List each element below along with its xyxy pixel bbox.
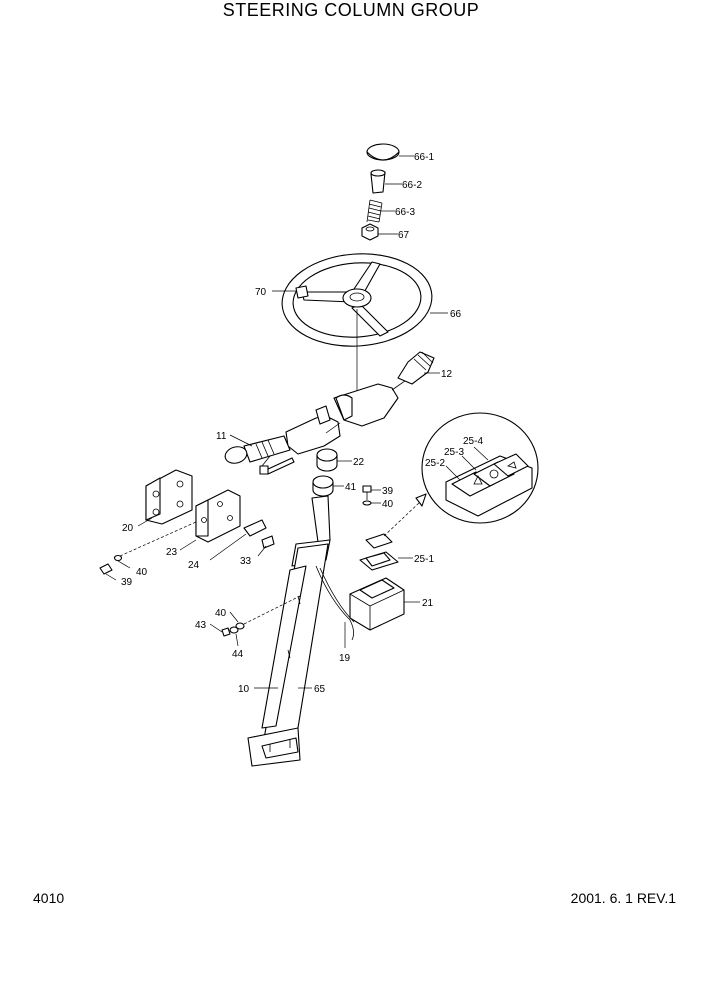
callout-43: 43 xyxy=(195,620,207,631)
callout-20: 20 xyxy=(122,523,134,534)
bolt-part xyxy=(362,485,372,506)
horn-cap-part xyxy=(366,143,400,161)
washer-part xyxy=(99,554,123,575)
bushing-part xyxy=(316,448,338,472)
callout-21: 21 xyxy=(422,598,434,609)
callout-22: 22 xyxy=(353,457,365,468)
callout-65: 65 xyxy=(314,684,326,695)
switch-insert-part xyxy=(365,533,393,549)
clamp-part xyxy=(243,519,275,549)
callout-66-2: 66-2 xyxy=(402,180,422,191)
callout-19: 19 xyxy=(339,653,351,664)
horn-contact-part xyxy=(370,169,386,194)
callout-23: 23 xyxy=(166,547,178,558)
callout-11: 11 xyxy=(216,431,227,442)
callout-40-left: 40 xyxy=(136,567,148,578)
callout-25-3: 25-3 xyxy=(444,447,464,458)
callout-25-2: 25-2 xyxy=(425,458,445,469)
steering-nut-part xyxy=(361,223,379,241)
page-title: STEERING COLUMN GROUP xyxy=(222,0,480,20)
switch-panel-detail xyxy=(421,412,539,524)
callout-12: 12 xyxy=(441,369,453,380)
callout-70: 70 xyxy=(255,287,267,298)
switch-plate-part xyxy=(359,551,399,571)
callout-39-right: 39 xyxy=(382,486,394,497)
revision-date: 2001. 6. 1 REV.1 xyxy=(570,890,676,906)
steering-wheel-part xyxy=(281,253,433,347)
callout-25-1: 25-1 xyxy=(414,554,434,565)
callout-25-4: 25-4 xyxy=(463,436,483,447)
detail-arrow xyxy=(383,501,421,537)
column-cover-part xyxy=(261,565,307,729)
callout-40-right: 40 xyxy=(382,499,394,510)
callout-44: 44 xyxy=(232,649,244,660)
callout-33: 33 xyxy=(240,556,252,567)
callout-66: 66 xyxy=(450,309,462,320)
callout-24: 24 xyxy=(188,560,200,571)
callout-40-lower: 40 xyxy=(215,608,227,619)
mounting-bracket-part xyxy=(195,489,241,543)
collar-part xyxy=(312,475,334,497)
lever-switch-part xyxy=(333,351,435,427)
page-number: 4010 xyxy=(33,890,65,906)
callout-39-left: 39 xyxy=(121,577,133,588)
callout-10: 10 xyxy=(238,684,250,695)
nut-washer-part xyxy=(221,622,245,637)
wiring-harness xyxy=(315,565,354,641)
callout-67: 67 xyxy=(398,230,410,241)
column-bracket-part xyxy=(145,469,193,525)
switch-box-part xyxy=(349,577,405,631)
callout-66-3: 66-3 xyxy=(395,207,415,218)
turn-signal-switch-part xyxy=(224,405,341,467)
callout-66-1: 66-1 xyxy=(414,152,434,163)
screw-part xyxy=(259,457,295,475)
callout-41: 41 xyxy=(345,482,357,493)
horn-spring-part xyxy=(366,199,383,223)
